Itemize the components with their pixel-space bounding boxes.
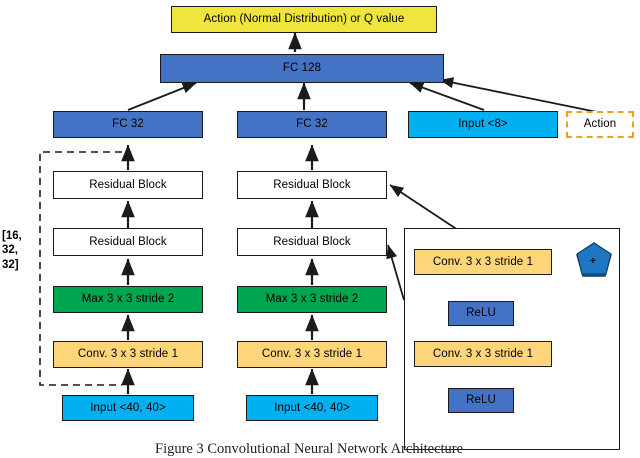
node-conv-left[interactable]: Conv. 3 x 3 stride 1 <box>53 341 203 368</box>
node-label: Residual Block <box>273 178 351 191</box>
node-output-action-q-value[interactable]: Action (Normal Distribution) or Q value <box>171 6 437 33</box>
detail-node-relu-bottom[interactable]: ReLU <box>448 388 514 413</box>
node-residual-block-right-bottom[interactable]: Residual Block <box>237 228 387 256</box>
node-conv-right[interactable]: Conv. 3 x 3 stride 1 <box>237 341 387 368</box>
node-input-8[interactable]: Input <8> <box>408 111 558 138</box>
node-label: Residual Block <box>89 235 167 248</box>
detail-node-conv-top[interactable]: Conv. 3 x 3 stride 1 <box>414 249 552 275</box>
node-label: Action <box>583 118 617 131</box>
node-input-right[interactable]: Input <40, 40> <box>246 395 378 421</box>
node-label: Input <40, 40> <box>274 401 350 414</box>
node-label: Input <8> <box>458 118 508 131</box>
node-label: FC 32 <box>296 118 328 131</box>
node-label: Conv. 3 x 3 stride 1 <box>432 255 534 268</box>
node-label: Max 3 x 3 stride 2 <box>81 293 175 306</box>
node-fc-32-right[interactable]: FC 32 <box>237 111 387 138</box>
node-label: FC 32 <box>112 118 144 131</box>
node-maxpool-right[interactable]: Max 3 x 3 stride 2 <box>237 286 387 313</box>
add-node-label: + <box>590 256 596 267</box>
detail-node-conv-bottom[interactable]: Conv. 3 x 3 stride 1 <box>414 341 552 367</box>
node-label: Conv. 3 x 3 stride 1 <box>432 347 534 360</box>
node-action[interactable]: Action <box>566 111 634 138</box>
node-label: ReLU <box>466 394 496 407</box>
node-label: Residual Block <box>273 235 351 248</box>
node-label: Conv. 3 x 3 stride 1 <box>261 348 363 361</box>
node-residual-block-left-bottom[interactable]: Residual Block <box>53 228 203 256</box>
node-label: ReLU <box>466 307 496 320</box>
channel-sizes-annotation: [16, 32, 32] <box>2 230 22 271</box>
node-label: Input <40, 40> <box>90 401 166 414</box>
node-input-left[interactable]: Input <40, 40> <box>62 395 194 421</box>
node-fc-128[interactable]: FC 128 <box>160 54 444 83</box>
node-label: FC 128 <box>282 62 322 75</box>
node-label: Conv. 3 x 3 stride 1 <box>77 348 179 361</box>
node-maxpool-left[interactable]: Max 3 x 3 stride 2 <box>53 286 203 313</box>
node-label: Residual Block <box>89 178 167 191</box>
node-label: Action (Normal Distribution) or Q value <box>203 13 405 26</box>
detail-node-relu-top[interactable]: ReLU <box>448 301 514 326</box>
node-label: Max 3 x 3 stride 2 <box>265 293 359 306</box>
node-residual-block-right-top[interactable]: Residual Block <box>237 171 387 199</box>
detail-node-add[interactable] <box>573 242 615 284</box>
figure-caption: Figure 3 Convolutional Neural Network Ar… <box>155 441 464 457</box>
node-fc-32-left[interactable]: FC 32 <box>53 111 203 138</box>
node-residual-block-left-top[interactable]: Residual Block <box>53 171 203 199</box>
